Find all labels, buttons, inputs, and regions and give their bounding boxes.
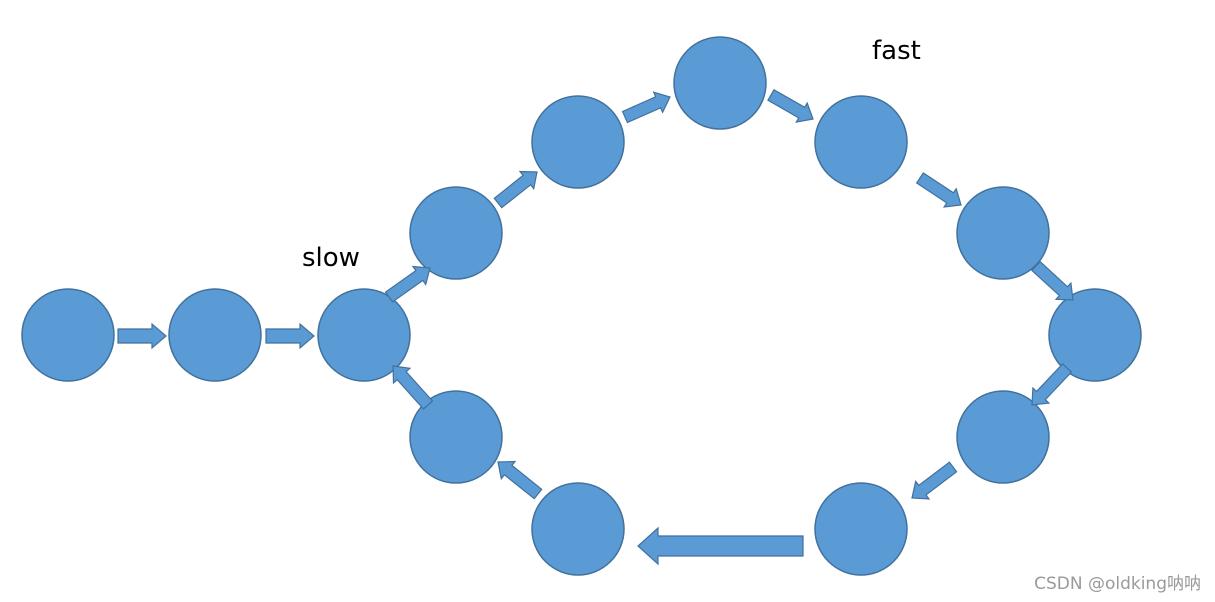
list-node-13 [409,390,503,484]
arrow-11-to-12 [637,526,804,566]
list-node-7 [814,95,908,189]
arrow-12-to-13 [497,460,543,500]
csdn-watermark: CSDN @oldking呐呐 [1034,574,1201,594]
fast-pointer-label: fast [872,36,921,66]
list-node-11 [814,482,908,576]
arrow-10-to-11 [911,461,958,500]
list-node-5 [531,95,625,189]
list-nodes [21,36,1142,576]
arrow-9-to-10 [1031,363,1073,406]
list-node-1 [21,288,115,382]
list-node-3-cycle-entry [317,288,411,382]
list-node-12 [531,482,625,576]
arrow-2-to-3 [265,322,315,350]
arrow-8-to-9 [1031,260,1074,301]
list-node-9 [1048,288,1142,382]
arrow-6-to-7 [767,88,814,123]
arrow-4-to-5 [493,170,538,209]
list-node-4 [409,186,503,280]
list-node-8 [956,186,1050,280]
list-node-2 [168,288,262,382]
arrow-7-to-8 [915,172,962,208]
arrow-3-to-4 [384,265,431,303]
list-node-10 [956,390,1050,484]
arrow-1-to-2 [117,322,167,350]
list-node-6 [673,36,767,130]
slow-pointer-label: slow [302,243,360,273]
list-arrows [117,88,1074,566]
arrow-13-to-3 [392,365,434,410]
arrow-5-to-6 [621,91,671,124]
